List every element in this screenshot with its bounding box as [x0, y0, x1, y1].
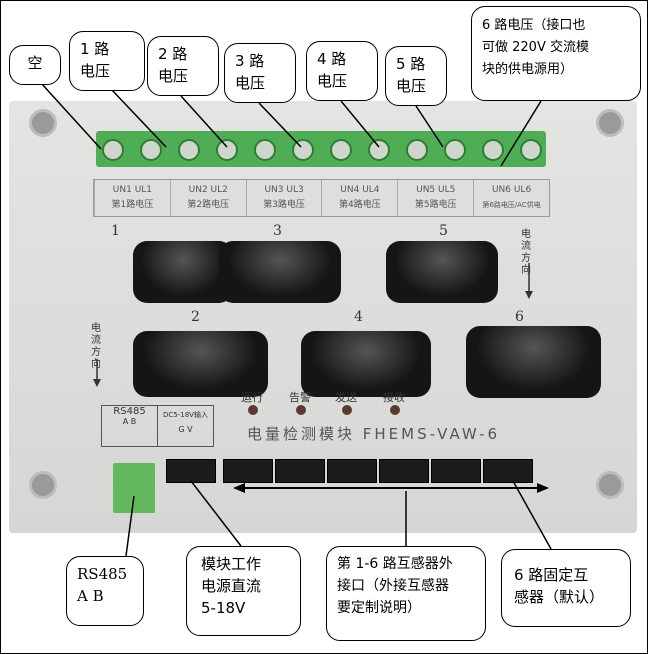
device-name: 电量检测模块 FHEMS-VAW-6: [247, 425, 501, 443]
current-transformer-1: [133, 241, 233, 303]
led-alarm: [296, 405, 306, 415]
callout-fixed-ct: 6 路固定互感器（默认）: [501, 549, 631, 627]
current-transformer-3: [219, 241, 341, 303]
ct-connector-2: [275, 459, 325, 483]
voltage-terminal-strip: [96, 131, 546, 167]
mount-hole: [29, 109, 57, 137]
mount-hole: [596, 109, 624, 137]
callout-voltage-5: 5 路电压: [385, 46, 447, 106]
ct-number-6: 6: [515, 309, 524, 325]
callout-empty: 空: [9, 45, 61, 85]
current-transformer-2: [133, 331, 268, 397]
current-transformer-6: [466, 326, 601, 398]
ct-number-1: 1: [111, 223, 120, 239]
led-rx: [390, 405, 400, 415]
callout-voltage-6: 6 路电压（接口也可做 220V 交流模块的供电源用）: [471, 6, 641, 101]
current-transformer-4: [301, 331, 431, 397]
led-label-tx: 发送: [335, 391, 357, 404]
callout-external-ct: 第 1-6 路互感器外接口（外接互感器要定制说明）: [326, 546, 486, 641]
current-direction-label-right: 电流方向: [521, 229, 531, 276]
led-label-alarm: 告警: [289, 391, 311, 404]
led-run: [248, 405, 258, 415]
ct-connector-5: [431, 459, 481, 483]
rs485-connector: [113, 463, 155, 513]
ct-connector-1: [223, 459, 273, 483]
callout-voltage-2: 2 路电压: [147, 36, 219, 96]
ct-connector-6: [483, 459, 533, 483]
mount-hole: [29, 471, 57, 499]
ct-number-5: 5: [439, 223, 448, 239]
led-tx: [342, 405, 352, 415]
ct-connector-3: [327, 459, 377, 483]
current-direction-label-left: 电流方向: [91, 323, 101, 370]
current-transformer-5: [386, 241, 498, 303]
led-label-run: 运行: [241, 391, 263, 404]
callout-voltage-1: 1 路电压: [69, 31, 145, 91]
ct-number-2: 2: [191, 309, 200, 325]
dc-power-connector: [166, 459, 216, 483]
callout-voltage-4: 4 路电压: [306, 41, 378, 101]
ct-number-4: 4: [354, 309, 363, 325]
ct-number-3: 3: [273, 223, 282, 239]
led-label-rx: 接收: [383, 391, 405, 404]
mount-hole: [596, 471, 624, 499]
callout-voltage-3: 3 路电压: [224, 43, 296, 103]
ct-connector-4: [379, 459, 429, 483]
